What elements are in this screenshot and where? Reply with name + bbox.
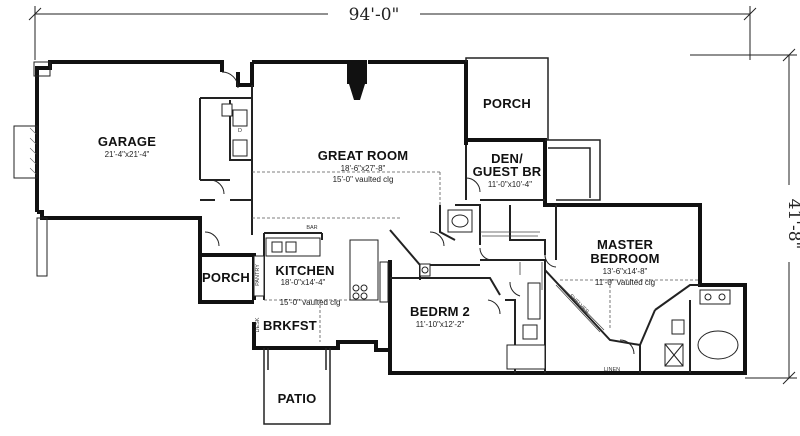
bedroom2-label: BEDRM 2: [410, 304, 470, 319]
den-size: 11'-0"x10'-4": [488, 180, 532, 189]
bedroom2-size: 11'-10"x12'-2": [416, 320, 465, 329]
fireplace-icon: [347, 60, 367, 100]
bar-label: BAR: [306, 225, 317, 231]
linen-label: LINEN: [604, 367, 620, 373]
bath-fixtures: [419, 209, 739, 370]
great-room-size: 18'-6"x27'-8": [341, 164, 386, 173]
garage-label: GARAGE: [98, 134, 156, 149]
garage-side-windows: [13, 61, 51, 277]
kitchen-ceiling: 15'-0" vaulted clg: [280, 298, 341, 307]
great-room-label: GREAT ROOM: [318, 148, 409, 163]
master-label-line1: MASTER: [597, 237, 654, 252]
overall-width-label: 94'-0": [349, 5, 400, 25]
side-porch-label: PORCH: [202, 270, 250, 285]
master-ceiling: 11'-0" vaulted clg: [595, 278, 655, 287]
kitchen-size: 18'-0"x14'-4": [281, 278, 326, 287]
door-swings: [204, 71, 635, 355]
master-label-line2: BEDROOM: [590, 251, 659, 266]
dimension-width: [28, 6, 757, 60]
overall-depth-label: 41'-8": [784, 199, 800, 250]
kitchen-label: KITCHEN: [275, 263, 334, 278]
master-size: 13'-6"x14'-8": [603, 267, 648, 276]
desk-label: DESK: [255, 317, 261, 332]
exterior-walls: [35, 60, 747, 375]
wall-hatch: [29, 127, 37, 175]
utility-fixtures: [221, 103, 248, 157]
interior-walls: [199, 85, 700, 373]
den-label-line1: DEN/: [491, 151, 523, 166]
patio-label: PATIO: [278, 391, 317, 406]
dryer-label: D: [238, 128, 242, 134]
front-porch-label: PORCH: [483, 96, 531, 111]
den-label-line2: GUEST BR: [473, 164, 542, 179]
patio-outline: [263, 348, 331, 425]
dimension-depth: [690, 48, 797, 385]
great-room-ceiling: 15'-0" vaulted clg: [333, 175, 394, 184]
closet-shelves: [480, 231, 605, 333]
front-porch-outline: [465, 57, 601, 201]
pantry-label: PANTRY: [255, 264, 261, 286]
garage-size: 21'-4"x21'-4": [105, 150, 150, 159]
breakfast-label: BRKFST: [263, 318, 317, 333]
shelves-label: SHELVES: [568, 293, 590, 315]
kitchen-fixtures: [253, 237, 389, 303]
vaulted-ceiling-lines: [252, 171, 700, 342]
